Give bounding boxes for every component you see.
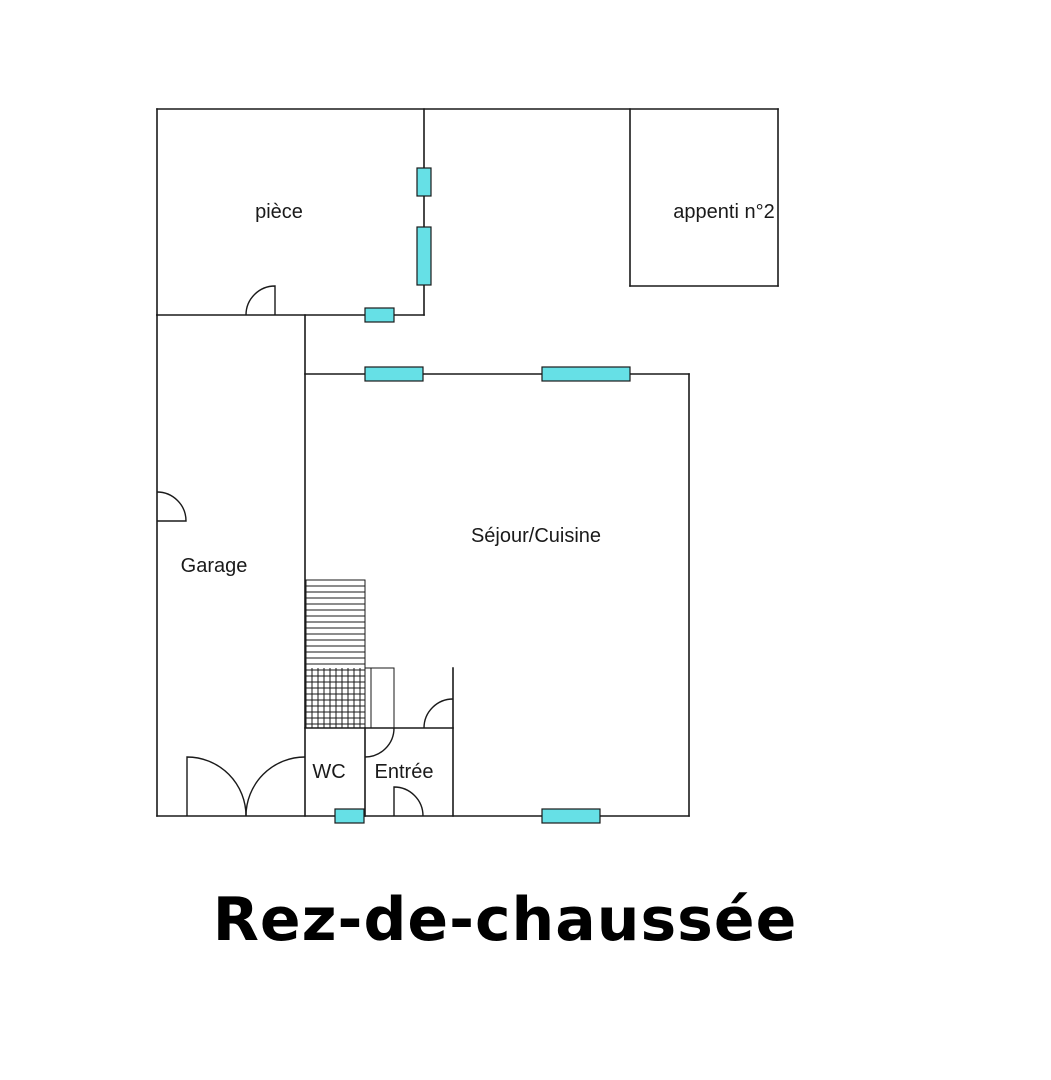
door-garage-right-leaf [245, 756, 306, 817]
door-entree-front [393, 786, 424, 817]
room-label-piece: pièce [255, 201, 303, 223]
window-sejour-north-2 [541, 366, 631, 382]
room-label-sejour: Séjour/Cuisine [471, 525, 601, 547]
door-garage-left-leaf [186, 756, 247, 817]
window-sejour-north-1 [364, 366, 424, 382]
window-wc-south [334, 808, 365, 824]
door-garage-side [156, 491, 187, 522]
windows [334, 167, 631, 824]
plan-title: Rez-de-chaussée [212, 885, 798, 955]
door-wc [364, 727, 395, 758]
doors [156, 285, 454, 817]
stair-landing [364, 667, 395, 729]
room-label-wc: WC [312, 761, 345, 783]
window-sejour-south [541, 808, 601, 824]
room-label-garage: Garage [181, 555, 248, 577]
window-piece-east-1 [416, 167, 432, 197]
room-labels: pièce appenti n°2 Séjour/Cuisine Garage … [181, 201, 775, 783]
window-piece-east-2 [416, 226, 432, 286]
staircase [305, 579, 395, 729]
room-label-appenti: appenti n°2 [673, 201, 774, 223]
door-piece [245, 285, 276, 316]
door-entree-inner [423, 698, 454, 729]
room-label-entree: Entrée [375, 761, 434, 783]
window-piece-south [364, 307, 395, 323]
